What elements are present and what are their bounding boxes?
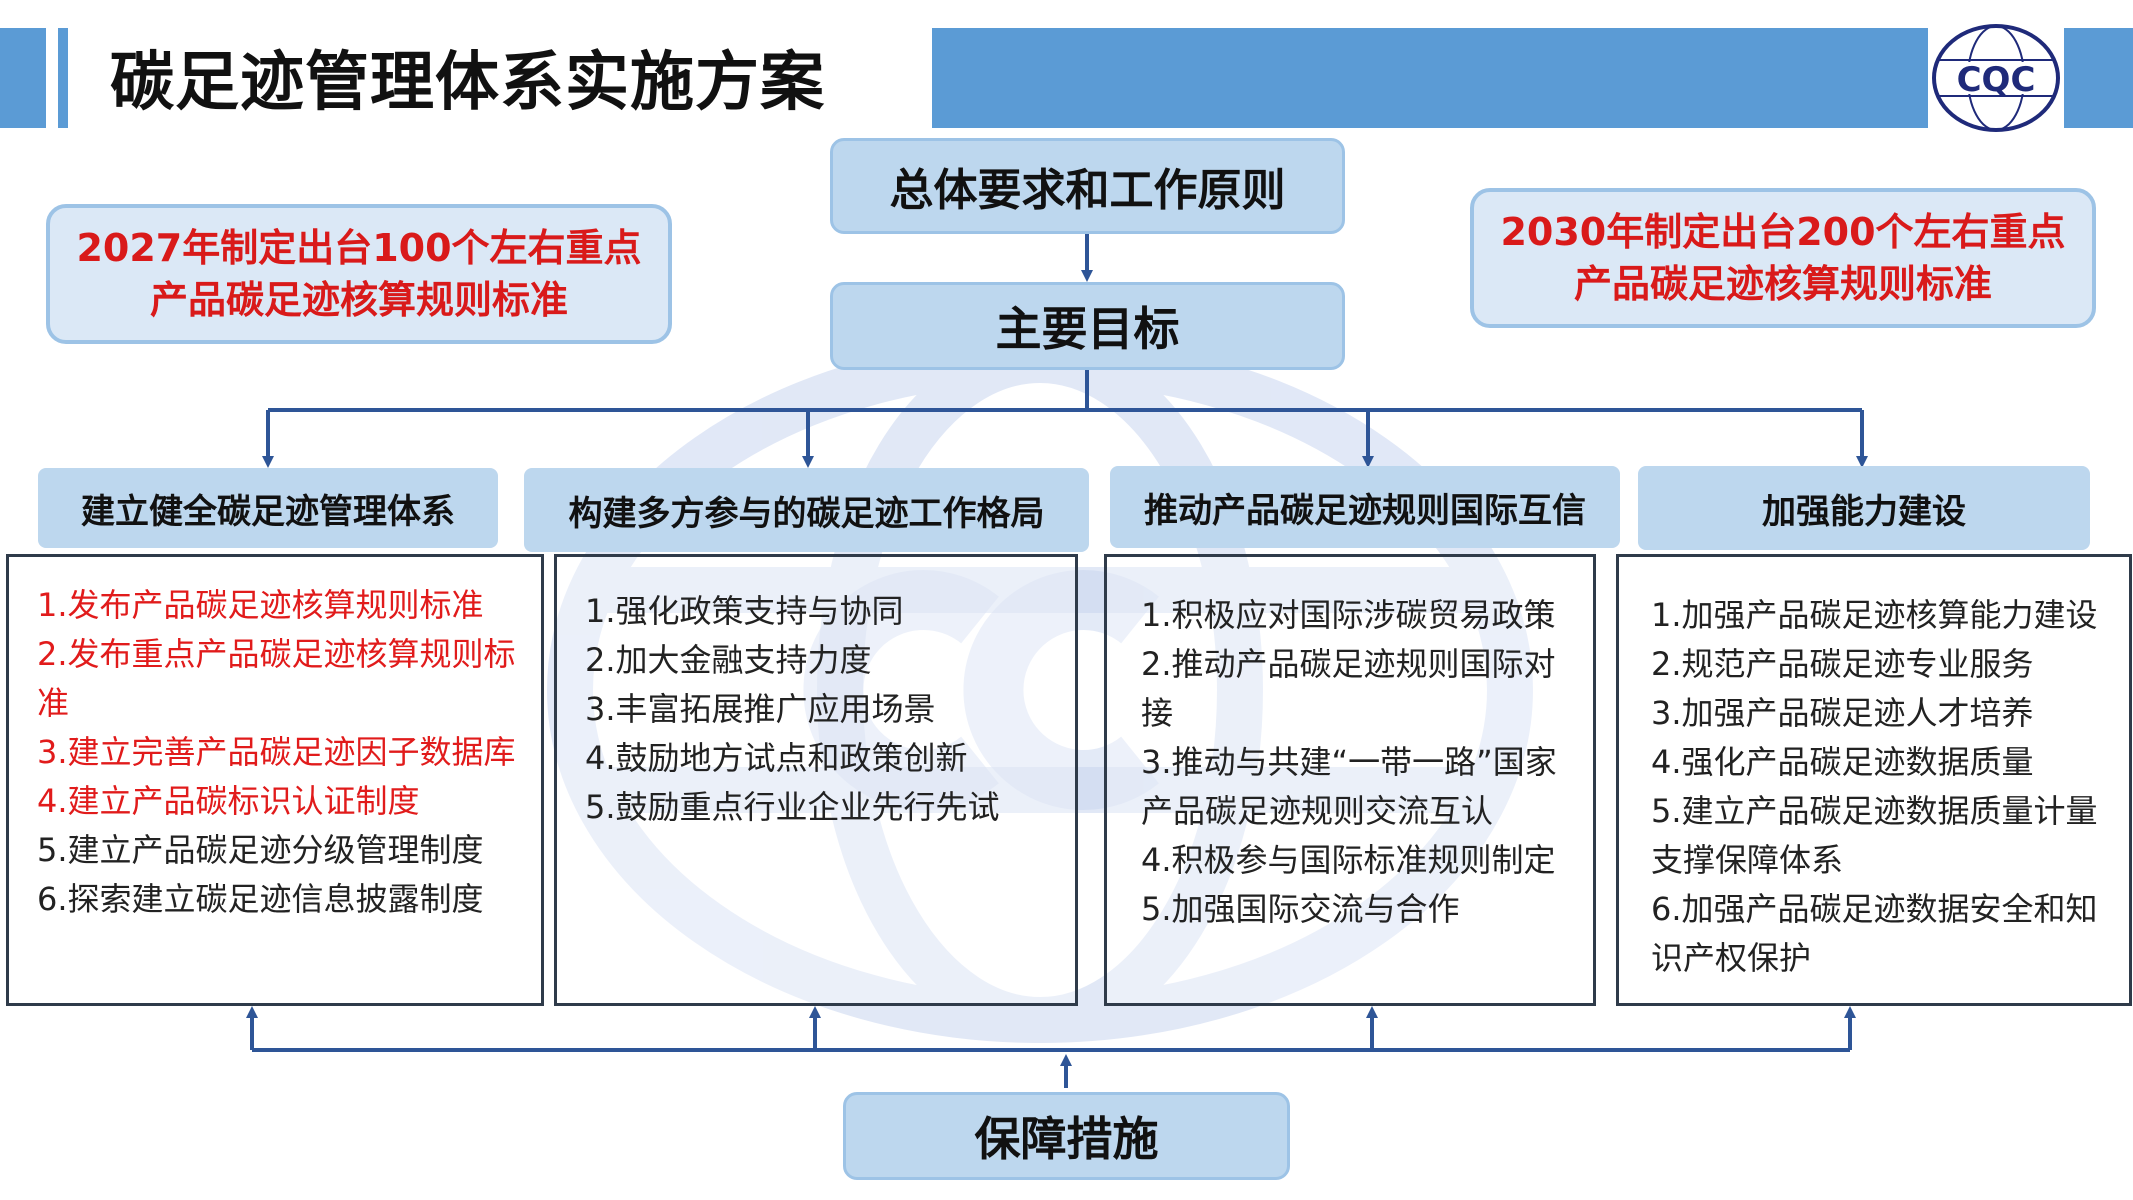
column-heading-management-system: 建立健全碳足迹管理体系 — [38, 468, 498, 548]
list-item: 6.探索建立碳足迹信息披露制度 — [37, 880, 484, 918]
principles-box: 总体要求和工作原则 — [830, 138, 1345, 234]
column-content-work-pattern: 1.强化政策支持与协同 2.加大金融支持力度 3.丰富拓展推广应用场景 4.鼓励… — [554, 554, 1078, 1006]
header-accent-gap — [46, 28, 58, 128]
list-item: 5.建立产品碳足迹数据质量计量支撑保障体系 — [1651, 792, 2098, 879]
main-goal-box: 主要目标 — [830, 282, 1345, 370]
target-2030-line1: 2030年制定出台200个左右重点 — [1500, 210, 2066, 254]
list-item: 3.加强产品碳足迹人才培养 — [1651, 694, 2034, 732]
list-item: 1.强化政策支持与协同 — [585, 592, 904, 630]
cqc-logo: CQC — [1928, 20, 2064, 136]
column-heading-work-pattern: 构建多方参与的碳足迹工作格局 — [524, 468, 1089, 552]
target-2030-line2: 产品碳足迹核算规则标准 — [1573, 262, 1992, 306]
cqc-logo-icon: CQC — [1932, 24, 2060, 132]
target-2027-line2: 产品碳足迹核算规则标准 — [149, 278, 568, 322]
header-banner — [932, 28, 1928, 128]
list-item: 2.加大金融支持力度 — [585, 641, 872, 679]
safeguard-box: 保障措施 — [843, 1092, 1290, 1180]
list-item: 2.规范产品碳足迹专业服务 — [1651, 645, 2034, 683]
target-2030: 2030年制定出台200个左右重点 产品碳足迹核算规则标准 — [1470, 188, 2096, 328]
list-item: 4.强化产品碳足迹数据质量 — [1651, 743, 2034, 781]
column-heading-international-trust: 推动产品碳足迹规则国际互信 — [1110, 466, 1620, 548]
list-item: 1.积极应对国际涉碳贸易政策 — [1141, 596, 1556, 634]
page-title: 碳足迹管理体系实施方案 — [110, 46, 825, 120]
list-item: 3.推动与共建“一带一路”国家产品碳足迹规则交流互认 — [1141, 743, 1557, 830]
list-item: 5.鼓励重点行业企业先行先试 — [585, 788, 1000, 826]
list-item: 6.加强产品碳足迹数据安全和知识产权保护 — [1651, 890, 2098, 977]
list-item: 2.发布重点产品碳足迹核算规则标准 — [37, 635, 516, 722]
list-item: 5.加强国际交流与合作 — [1141, 890, 1460, 928]
header-accent-bar — [0, 28, 46, 128]
header-accent-bar-thin — [58, 28, 68, 128]
list-item: 5.建立产品碳足迹分级管理制度 — [37, 831, 484, 869]
logo-text: CQC — [1957, 60, 2036, 100]
list-item: 3.建立完善产品碳足迹因子数据库 — [37, 733, 516, 771]
header-banner-end — [2064, 28, 2133, 128]
list-item: 1.加强产品碳足迹核算能力建设 — [1651, 596, 2098, 634]
column-heading-capacity-building: 加强能力建设 — [1638, 466, 2090, 550]
column-content-capacity-building: 1.加强产品碳足迹核算能力建设 2.规范产品碳足迹专业服务 3.加强产品碳足迹人… — [1616, 554, 2132, 1006]
column-content-management-system: 1.发布产品碳足迹核算规则标准 2.发布重点产品碳足迹核算规则标准 3.建立完善… — [6, 554, 544, 1006]
list-item: 1.发布产品碳足迹核算规则标准 — [37, 586, 484, 624]
column-content-international-trust: 1.积极应对国际涉碳贸易政策 2.推动产品碳足迹规则国际对接 3.推动与共建“一… — [1104, 554, 1596, 1006]
target-2027: 2027年制定出台100个左右重点 产品碳足迹核算规则标准 — [46, 204, 672, 344]
list-item: 4.积极参与国际标准规则制定 — [1141, 841, 1556, 879]
list-item: 4.鼓励地方试点和政策创新 — [585, 739, 968, 777]
list-item: 2.推动产品碳足迹规则国际对接 — [1141, 645, 1556, 732]
list-item: 4.建立产品碳标识认证制度 — [37, 782, 420, 820]
target-2027-line1: 2027年制定出台100个左右重点 — [76, 226, 642, 270]
list-item: 3.丰富拓展推广应用场景 — [585, 690, 936, 728]
